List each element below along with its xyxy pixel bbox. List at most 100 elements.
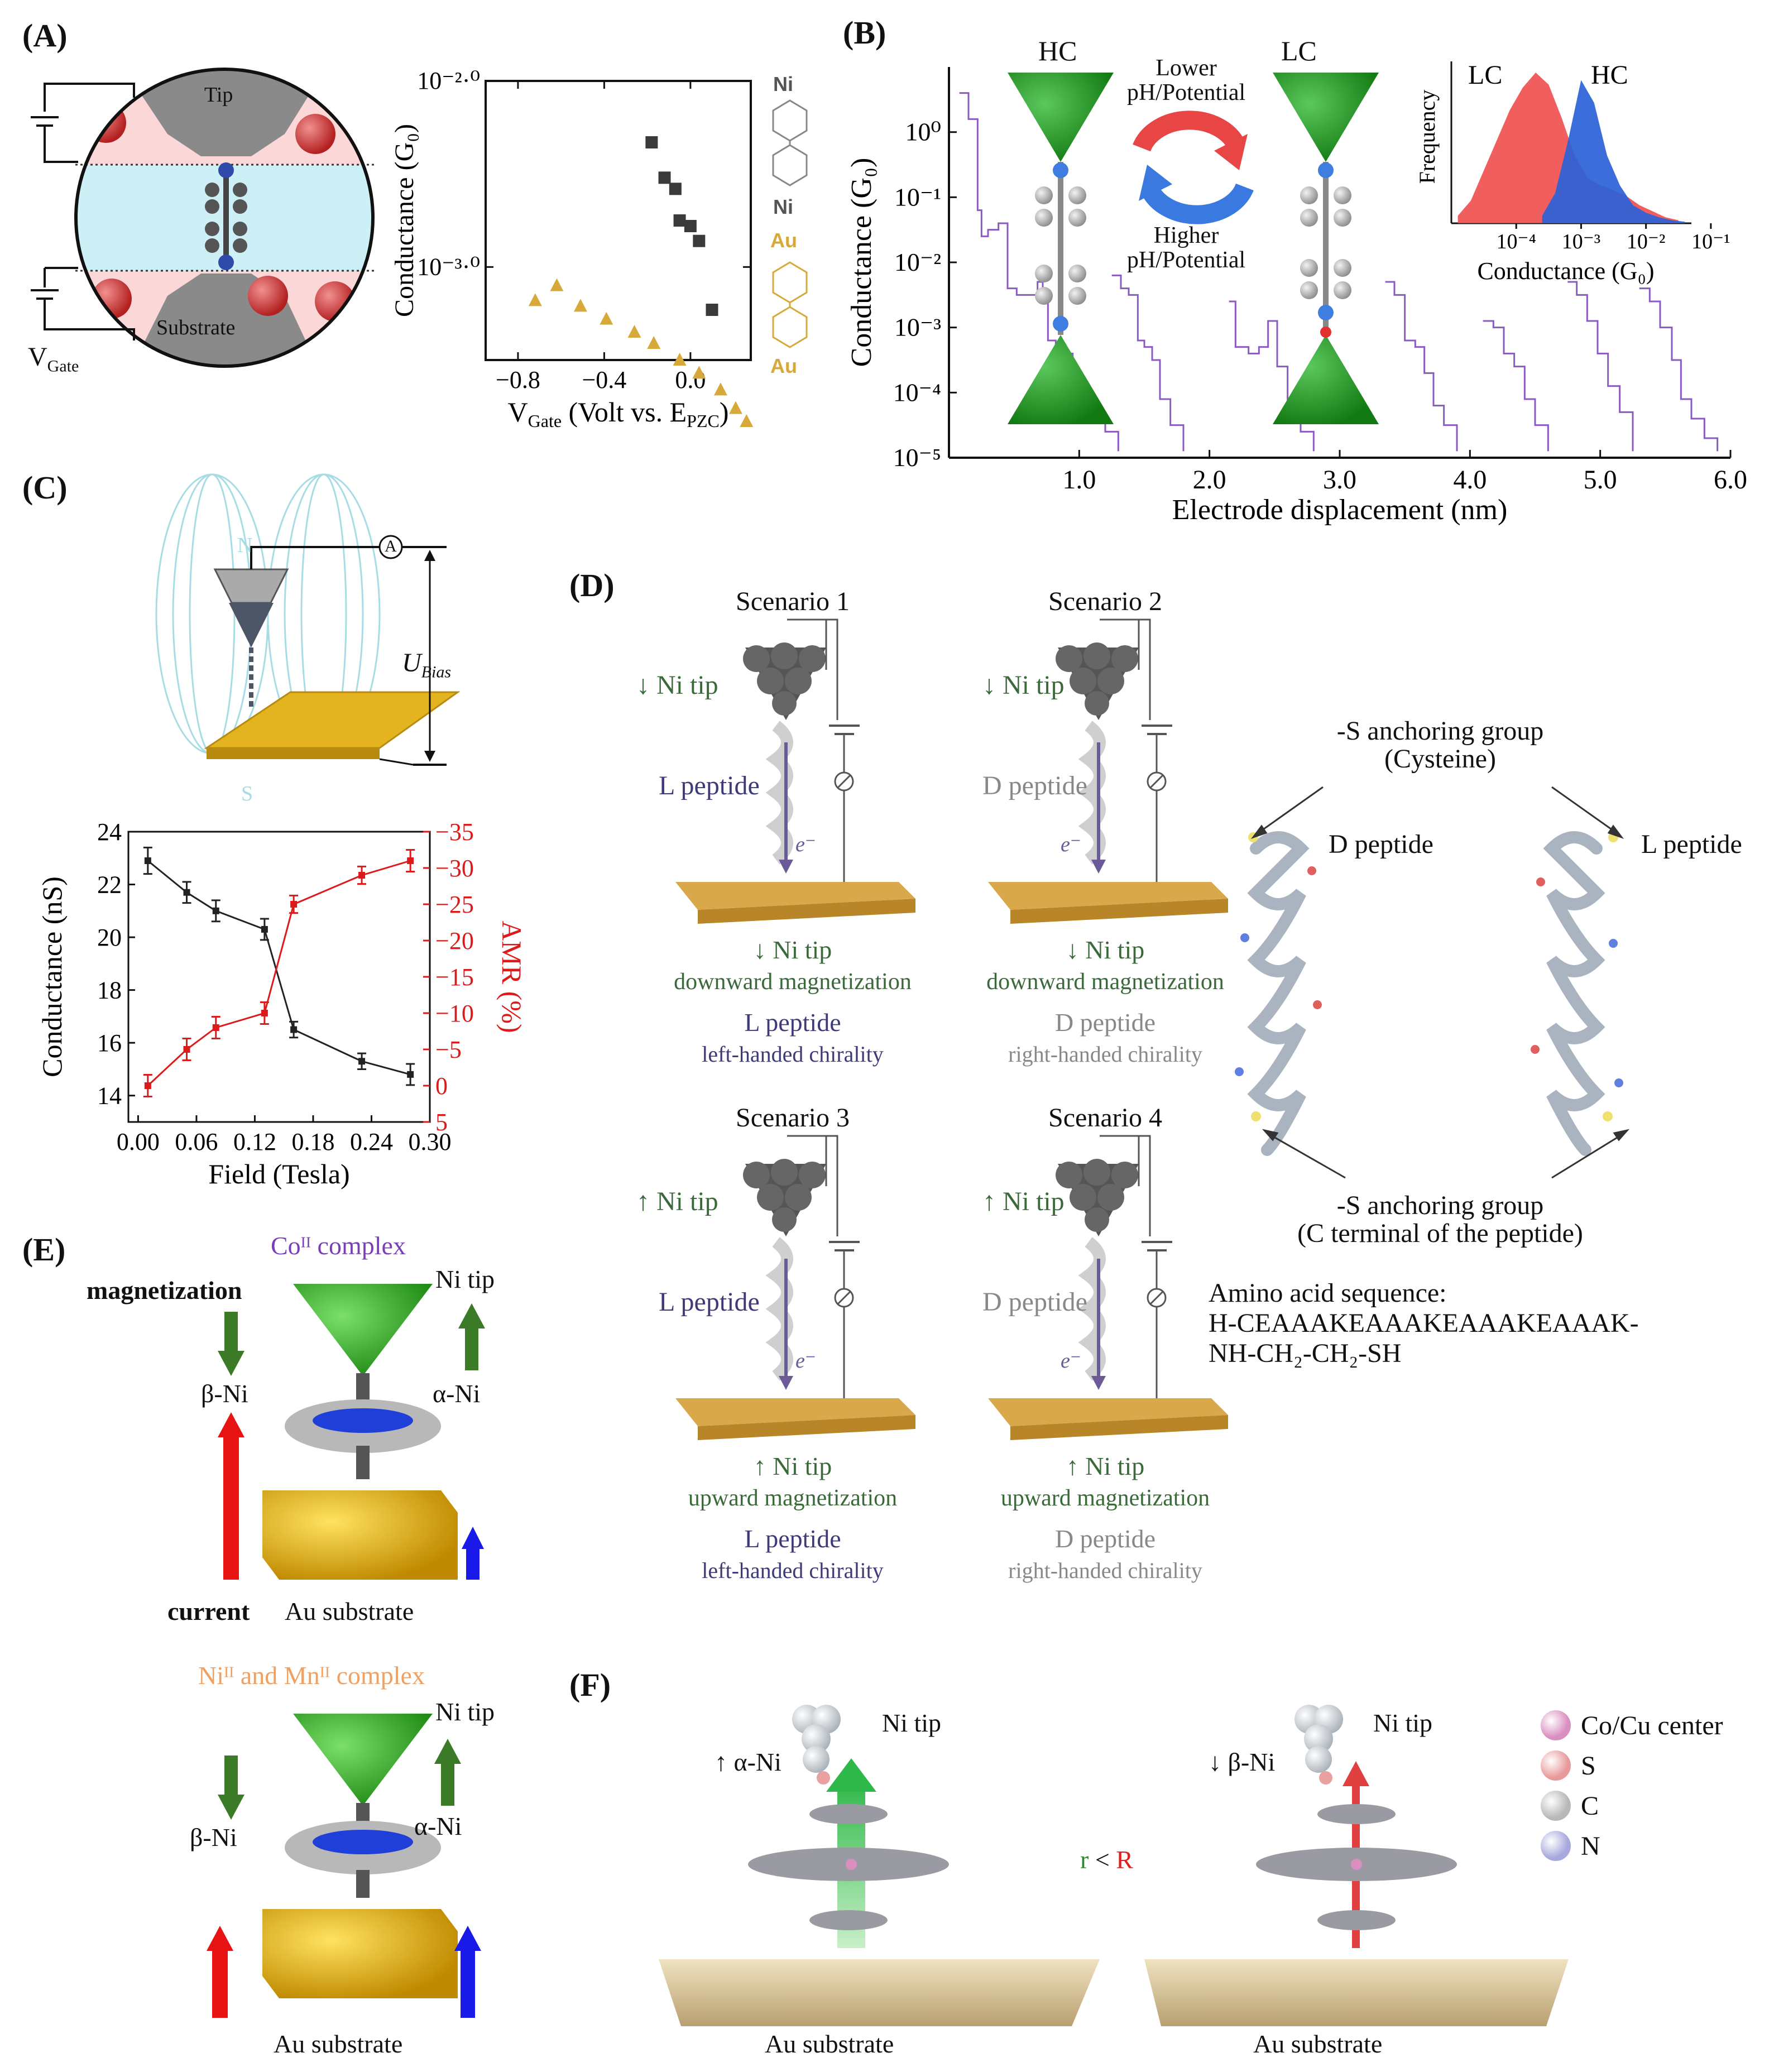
scenario-3: Scenario 3 ↑ Ni tip L peptide e⁻ ↑ N xyxy=(636,1102,949,1605)
x-tick-label: 0.18 xyxy=(291,1128,334,1155)
y-tick-label: 10⁻³·⁰ xyxy=(417,253,480,280)
legend-ni-top: Ni xyxy=(773,73,793,95)
co-complex-title: Coᴵᴵ complex xyxy=(271,1231,406,1260)
legend-swatch xyxy=(1541,1750,1571,1781)
south-label: S xyxy=(241,782,253,805)
au-data-point xyxy=(728,401,742,414)
legend-label: S xyxy=(1581,1750,1596,1781)
conductance-trace xyxy=(1385,281,1458,452)
scenario-4: Scenario 4 ↑ Ni tip D peptide e⁻ ↑ N xyxy=(949,1102,1262,1605)
y-tick-label: 10⁻² xyxy=(894,248,941,276)
ni-data-point xyxy=(673,214,686,227)
inset-x-tick-label: 10⁻¹ xyxy=(1691,230,1730,253)
ni-data-point xyxy=(645,136,658,148)
electron-label: e⁻ xyxy=(1061,833,1081,856)
amr-point xyxy=(212,1024,219,1031)
x-tick-label: 0.06 xyxy=(175,1128,218,1155)
ni-tip-label-e-bottom: Ni tip xyxy=(435,1697,495,1726)
amino-acid-sequence: Amino acid sequence: H-CEAAAKEAAAKEAAAKE… xyxy=(1209,1278,1639,1369)
legend-item: Co/Cu center xyxy=(1541,1705,1723,1745)
conductance-point xyxy=(144,857,151,864)
y-tick-label: 22 xyxy=(97,871,122,899)
legend-label: C xyxy=(1581,1791,1599,1821)
y-axis-label: Conductance (G₀) xyxy=(390,124,419,317)
peptide-caption: L peptide xyxy=(744,1008,841,1037)
y-tick-label: 24 xyxy=(97,818,122,846)
x-tick-label: 0.00 xyxy=(117,1128,160,1155)
beta-ni-label-e-top: β-Ni xyxy=(201,1379,248,1408)
electron-label: e⁻ xyxy=(795,833,816,856)
gate-sub: Gate xyxy=(47,357,79,376)
y-tick-label-right: −15 xyxy=(435,963,474,991)
higher-ph: pH/Potential xyxy=(1126,247,1246,273)
au-data-point xyxy=(673,353,687,366)
conductance-point xyxy=(407,1071,414,1078)
beta-ni-label-e-bottom: β-Ni xyxy=(190,1823,237,1852)
arrow-higher-label: Higher pH/Potential xyxy=(1111,223,1262,272)
f-beta-label: ↓ β-Ni xyxy=(1209,1748,1276,1776)
amr-point xyxy=(290,901,298,908)
y-tick-label: 10⁻⁵ xyxy=(893,443,941,472)
au-data-point xyxy=(550,278,564,291)
inset-lc-label: LC xyxy=(1468,60,1502,90)
d-peptide-label: D peptide xyxy=(1329,829,1433,859)
y-tick-label-right: −5 xyxy=(435,1036,462,1063)
legend-item: S xyxy=(1541,1745,1723,1786)
legend-swatch xyxy=(1541,1831,1571,1861)
lower-ph: pH/Potential xyxy=(1126,80,1246,105)
x-axis-label: VGate (Volt vs. EPZC) xyxy=(508,396,729,431)
y-tick-label: 14 xyxy=(97,1082,122,1110)
bias-sub: Bias xyxy=(421,663,452,682)
electron-label: e⁻ xyxy=(795,1349,816,1373)
au-data-point xyxy=(692,366,706,379)
anchor-top-label: -S anchoring group (Cysteine) xyxy=(1284,717,1596,773)
y-tick-label: 20 xyxy=(97,924,122,951)
peptide-label: L peptide xyxy=(659,1287,760,1317)
peptide-label: D peptide xyxy=(982,771,1087,800)
less-than: < xyxy=(1095,1845,1110,1874)
y-tick-label-right: −25 xyxy=(435,891,474,918)
scenario-junction xyxy=(675,1135,915,1440)
amr-point xyxy=(183,1046,190,1053)
magnetization-caption: downward magnetization xyxy=(986,969,1224,995)
legend-swatch xyxy=(1541,1710,1571,1740)
sequence-title: Amino acid sequence: xyxy=(1209,1278,1447,1308)
x-axis-label: Field (Tesla) xyxy=(208,1158,349,1190)
inset-y-label: Frequency xyxy=(1415,90,1440,184)
arrow-lower-label: Lower pH/Potential xyxy=(1111,56,1262,105)
lc-junction xyxy=(1273,73,1379,424)
north-label: N xyxy=(237,534,253,557)
ni-data-point xyxy=(706,304,718,316)
y-axis-label: Conductance (G₀) xyxy=(846,158,878,367)
legend-au-bottom: Au xyxy=(770,354,797,377)
left-ni-tip xyxy=(792,1705,841,1785)
y-tick-label-right: −10 xyxy=(435,1000,474,1027)
tip-caption: ↑ Ni tip xyxy=(753,1452,832,1480)
anchor-bottom-line1: -S anchoring group xyxy=(1336,1191,1544,1220)
peptide-label: L peptide xyxy=(659,771,760,800)
panel-a-label: (A) xyxy=(22,17,68,54)
substrate-label: Substrate xyxy=(156,316,236,339)
legend-swatch xyxy=(1541,1791,1571,1821)
ni-data-point xyxy=(684,220,697,232)
tip-caption: ↑ Ni tip xyxy=(1066,1452,1145,1480)
conductance-point xyxy=(358,1058,366,1065)
magnetization-label: magnetization xyxy=(87,1276,242,1304)
ni-data-point xyxy=(658,171,671,184)
y-tick-label: 10⁻²·⁰ xyxy=(417,67,480,94)
lc-title: LC xyxy=(1281,35,1317,66)
f-left-tip-label: Ni tip xyxy=(882,1709,942,1737)
hc-histogram xyxy=(1542,80,1685,223)
ni-tip-label-e-top: Ni tip xyxy=(435,1265,495,1293)
legend-label: N xyxy=(1581,1831,1600,1861)
magnetization-caption: downward magnetization xyxy=(674,969,912,995)
x-tick-label: 4.0 xyxy=(1453,465,1487,495)
inset-x-tick-label: 10⁻³ xyxy=(1562,230,1600,253)
peptide-label: D peptide xyxy=(982,1287,1087,1317)
r-less-than-R: r < R xyxy=(1080,1845,1133,1874)
tip-caption: ↓ Ni tip xyxy=(1066,936,1145,964)
ni-data-point xyxy=(693,234,706,247)
